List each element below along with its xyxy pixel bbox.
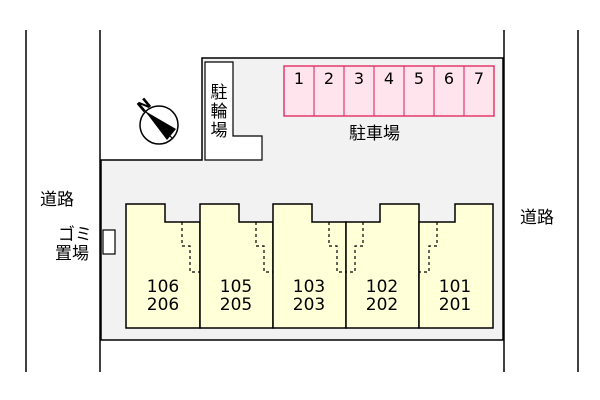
- building: [125, 203, 494, 329]
- unit-number-upper: 202: [365, 295, 399, 315]
- road-label-left: 道路: [40, 190, 74, 210]
- road-label-right: 道路: [520, 208, 554, 228]
- stair-outline: [419, 222, 438, 273]
- unit-number-lower: 106: [146, 277, 180, 297]
- unit-number-lower: 105: [219, 277, 253, 297]
- unit-number-upper: 206: [146, 295, 180, 315]
- stair-outline: [181, 222, 200, 273]
- garbage-area-label-line2: 置場: [55, 244, 89, 264]
- parking-space-4: 4: [383, 69, 395, 88]
- unit-number-lower: 101: [438, 277, 472, 297]
- parking-space-3: 3: [353, 69, 365, 88]
- parking-space-6: 6: [443, 69, 455, 88]
- bicycle-parking-area: [204, 61, 263, 161]
- parking-space-1: 1: [293, 69, 305, 88]
- stair-outline: [346, 222, 364, 273]
- compass-icon: [139, 105, 179, 145]
- parking-space-7: 7: [473, 69, 485, 88]
- parking-space-2: 2: [323, 69, 335, 88]
- unit-number-upper: 201: [438, 295, 472, 315]
- unit-number-lower: 102: [365, 277, 399, 297]
- parking-lot-label: 駐車場: [349, 124, 400, 144]
- bicycle-parking-label: 駐輪場: [210, 83, 228, 141]
- stair-outline: [328, 222, 346, 273]
- unit-102: [345, 203, 420, 329]
- parking-lot-area: [283, 65, 495, 117]
- unit-number-upper: 203: [292, 295, 326, 315]
- unit-number-lower: 103: [292, 277, 326, 297]
- stair-outline: [255, 222, 273, 273]
- parking-space-5: 5: [413, 69, 425, 88]
- unit-number-upper: 205: [219, 295, 253, 315]
- garbage-area-box: [102, 229, 116, 255]
- garbage-area-label-line1: ゴミ: [58, 225, 92, 245]
